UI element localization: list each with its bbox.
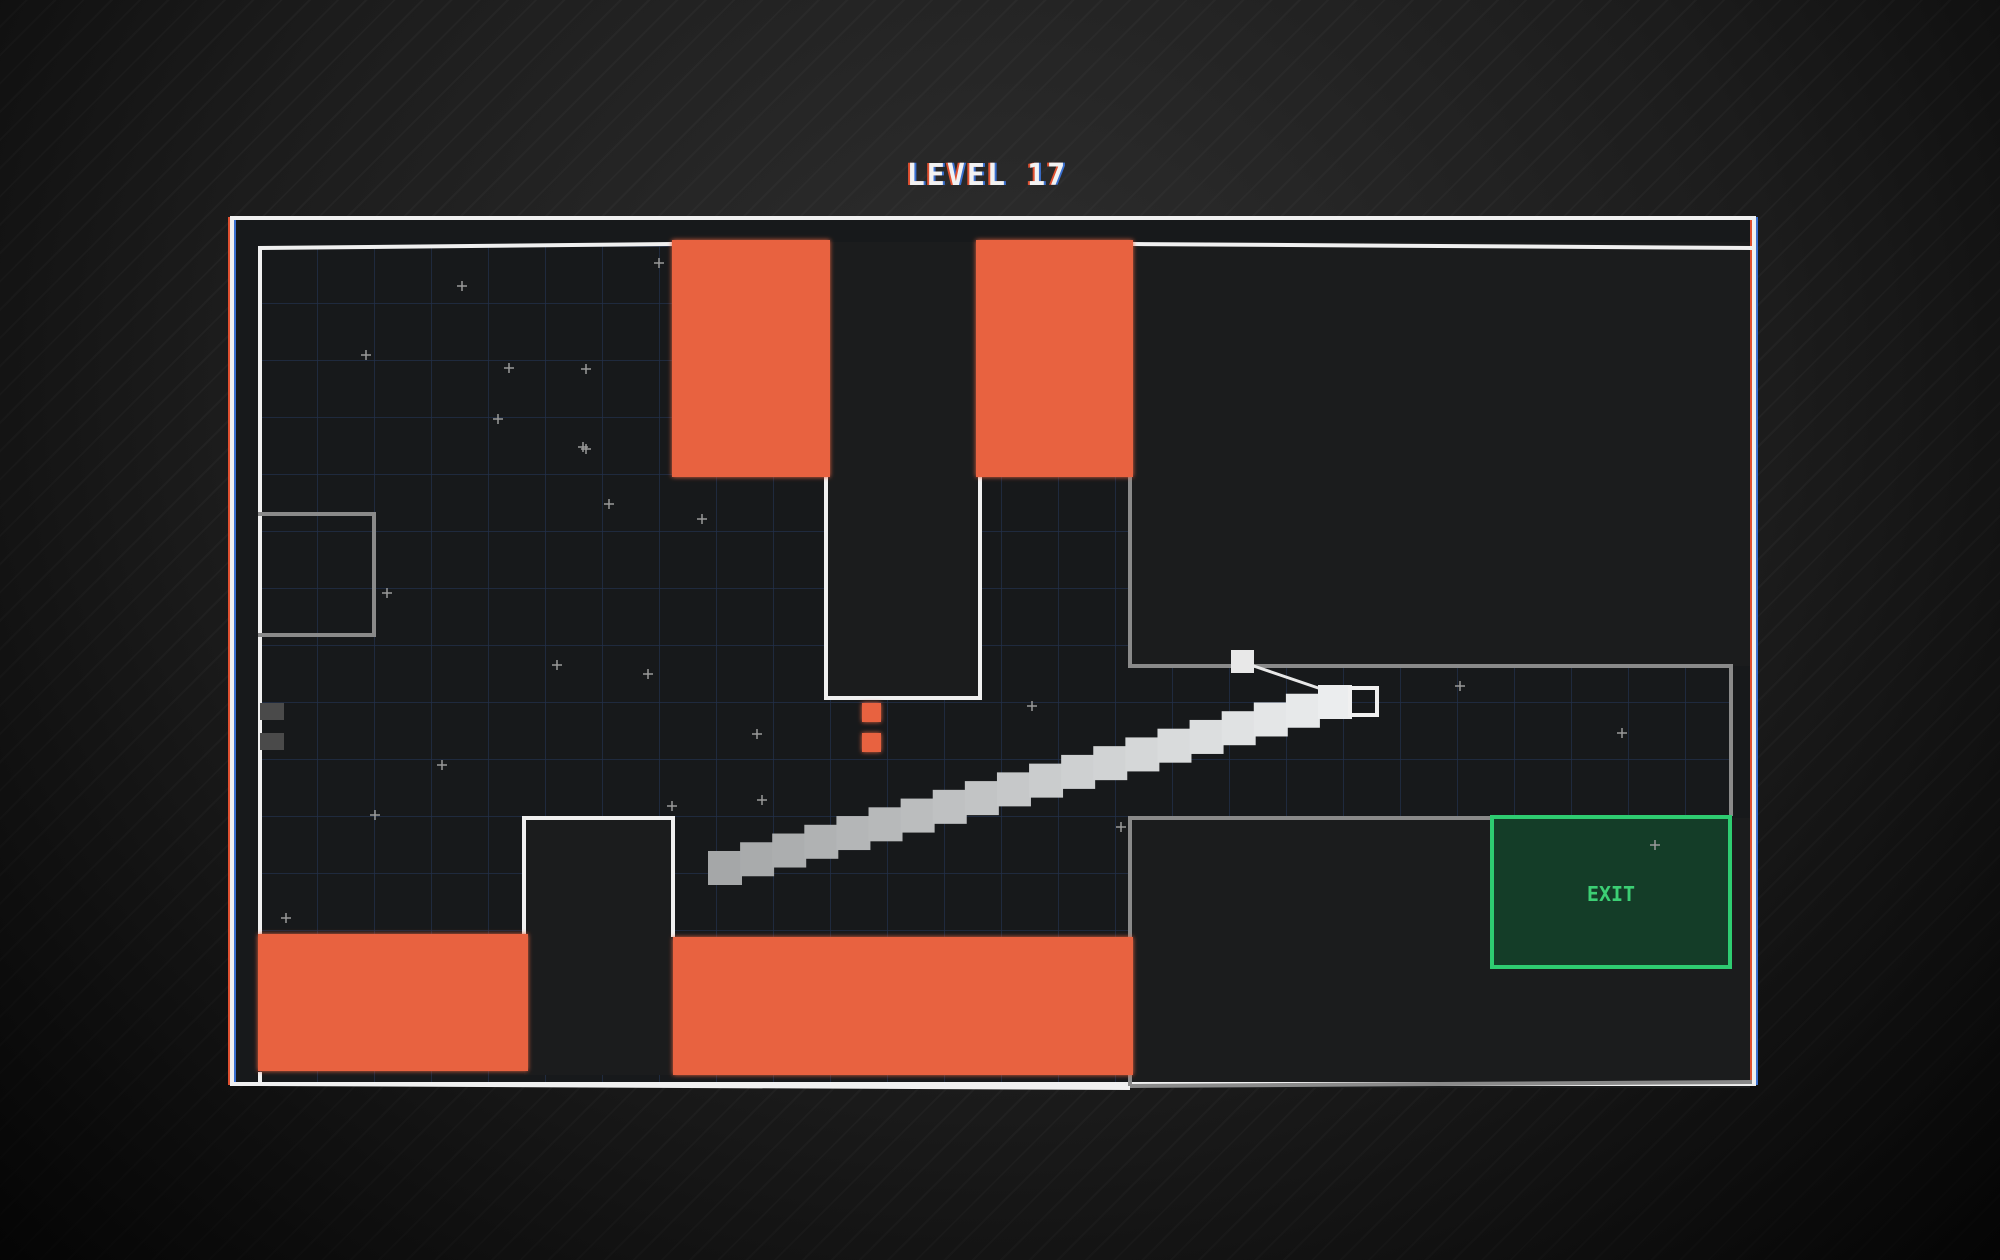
hazard-block [976, 240, 1133, 477]
snake-segment [996, 772, 1031, 807]
snake-segment [708, 851, 742, 885]
star-icon [552, 660, 562, 670]
u-wall-top [824, 477, 982, 700]
snake-segment [1318, 685, 1352, 719]
snake-segment [804, 824, 839, 859]
star-icon [581, 364, 591, 374]
bottom-wall-dim [1129, 1080, 1753, 1088]
star-icon [370, 810, 380, 820]
star-icon [604, 499, 614, 509]
hazard-block [673, 937, 1133, 1075]
star-icon [1455, 681, 1465, 691]
snake-segment [1189, 719, 1224, 754]
snake-segment [1125, 737, 1160, 772]
snake-segment [1093, 746, 1128, 781]
snake-segment [772, 833, 807, 868]
star-icon [382, 588, 392, 598]
snake-segment [964, 781, 999, 816]
star-icon [281, 913, 291, 923]
hazard-block [258, 934, 528, 1071]
star-icon [578, 442, 588, 452]
star-icon [1650, 840, 1660, 850]
player-snake [708, 685, 1352, 885]
bottom-wall [258, 1072, 1131, 1090]
star-icon [757, 795, 767, 805]
hazard-block [672, 240, 830, 477]
snake-segment [1061, 754, 1096, 789]
anchor-block [1231, 650, 1254, 673]
snake-segment [1157, 728, 1192, 763]
shaft-bottom [524, 818, 673, 1075]
u-wall-bottom [522, 816, 675, 937]
snake-segment [836, 816, 871, 851]
side-alcove [258, 512, 376, 637]
exit-label: EXIT [1587, 882, 1635, 906]
player-head [1348, 686, 1379, 717]
gray-wall-upper [1128, 477, 1733, 816]
star-icon [504, 363, 514, 373]
star-icon [1116, 822, 1126, 832]
star-icon [361, 350, 371, 360]
exit-zone [1490, 815, 1732, 969]
snake-segment [868, 807, 903, 842]
wall-stub [260, 733, 284, 750]
star-icon [1027, 701, 1037, 711]
shaft-top [826, 242, 980, 698]
star-icon [1617, 728, 1627, 738]
snake-segment [740, 842, 775, 877]
wall-stub [260, 703, 284, 720]
star-icon [457, 281, 467, 291]
star-icon [697, 514, 707, 524]
snake-segment [1029, 763, 1064, 798]
star-icon [667, 801, 677, 811]
hazard-pellet [862, 703, 881, 722]
snake-segment [900, 798, 935, 833]
snake-segment [932, 789, 967, 824]
star-icon [752, 729, 762, 739]
snake-segment [1253, 702, 1288, 737]
star-icon [493, 414, 503, 424]
star-icon [643, 669, 653, 679]
outer-frame [230, 216, 1756, 1086]
level-title: LEVEL 17 [906, 158, 1068, 193]
snake-segment [1285, 693, 1320, 728]
star-icon [654, 258, 664, 268]
stars [281, 258, 1660, 923]
dark-region-upper [1130, 242, 1750, 666]
star-icon [437, 760, 447, 770]
tether-line [1241, 660, 1331, 694]
hazard-pellet [862, 733, 881, 752]
snake-segment [1221, 711, 1256, 746]
